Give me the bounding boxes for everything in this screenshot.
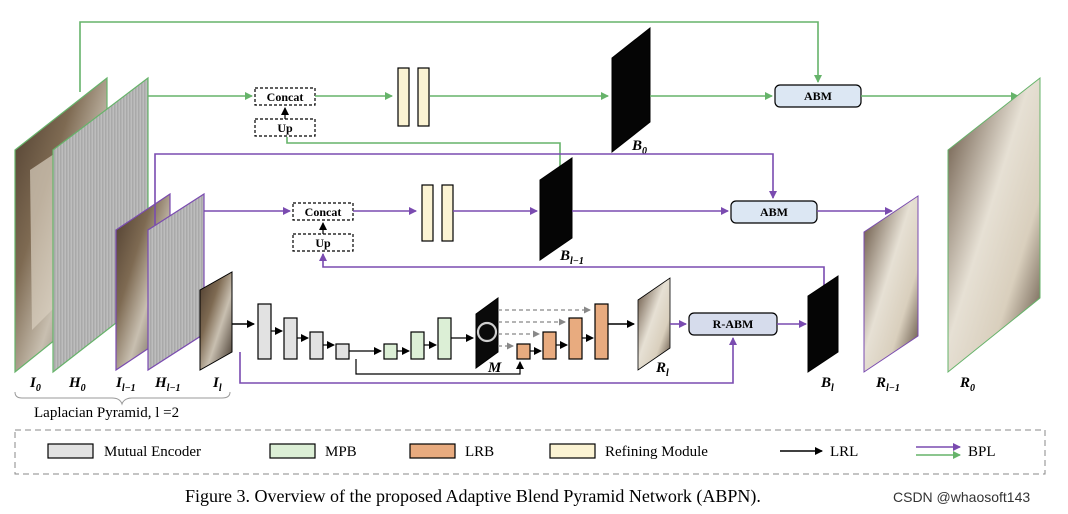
- label-Bl: Bl: [820, 375, 834, 394]
- label-I0: I0: [29, 375, 41, 394]
- image-Bl1: [539, 157, 573, 261]
- image-Rl1: [863, 195, 919, 373]
- svg-text:LRB: LRB: [465, 444, 494, 460]
- image-M: [475, 297, 499, 369]
- label-Il: Il: [212, 375, 222, 394]
- refining-module-mid: [421, 184, 454, 242]
- legend-mutual-encoder: Mutual Encoder: [47, 443, 201, 460]
- svg-text:MPB: MPB: [325, 444, 357, 460]
- svg-text:Mutual Encoder: Mutual Encoder: [104, 444, 201, 460]
- label-Hl1: Hl−1: [154, 375, 181, 394]
- watermark: CSDN @whaosoft143: [893, 489, 1030, 505]
- image-R0: [947, 76, 1041, 374]
- svg-text:R-ABM: R-ABM: [713, 317, 754, 331]
- svg-text:ABM: ABM: [760, 205, 788, 219]
- refining-module-top: [397, 67, 430, 127]
- mpb-blocks: [383, 317, 452, 360]
- svg-text:Up: Up: [315, 236, 331, 250]
- legend-bpl: BPL: [916, 443, 996, 460]
- figure-caption: Figure 3. Overview of the proposed Adapt…: [185, 486, 761, 507]
- label-H0: H0: [68, 375, 86, 394]
- pyramid-brace: [14, 391, 231, 406]
- legend-refining-module: Refining Module: [549, 443, 708, 460]
- svg-text:Refining Module: Refining Module: [605, 444, 708, 460]
- mutual-encoder: [257, 303, 350, 360]
- green-skip-top: [79, 21, 822, 92]
- label-M: M: [487, 360, 502, 376]
- label-Bl1: Bl−1: [559, 248, 584, 267]
- image-Bl: [807, 275, 839, 373]
- image-Il: [199, 271, 233, 371]
- concat-top: [254, 87, 316, 106]
- legend-box: [14, 429, 1046, 475]
- lrb-blocks: [516, 303, 609, 360]
- purple-skip-mid: [154, 153, 777, 225]
- legend-lrl: LRL: [780, 444, 858, 460]
- label-Rl1: Rl−1: [875, 375, 900, 394]
- label-R0: R0: [959, 375, 975, 394]
- legend-lrb: LRB: [409, 443, 494, 460]
- pyramid-caption: Laplacian Pyramid, l =2: [34, 405, 179, 421]
- svg-text:Concat: Concat: [267, 90, 304, 104]
- label-Rl: Rl: [655, 360, 669, 379]
- image-Rl: [637, 277, 671, 371]
- svg-text:Up: Up: [277, 121, 293, 135]
- svg-text:BPL: BPL: [968, 444, 996, 460]
- label-Il1: Il−1: [115, 375, 136, 394]
- image-B0: [611, 26, 651, 154]
- svg-text:LRL: LRL: [830, 444, 858, 460]
- label-B0: B0: [631, 138, 647, 157]
- concat-mid: [292, 202, 354, 221]
- legend-mpb: MPB: [269, 443, 357, 460]
- abm-mid: [730, 200, 818, 224]
- svg-text:Concat: Concat: [305, 205, 342, 219]
- svg-text:ABM: ABM: [804, 89, 832, 103]
